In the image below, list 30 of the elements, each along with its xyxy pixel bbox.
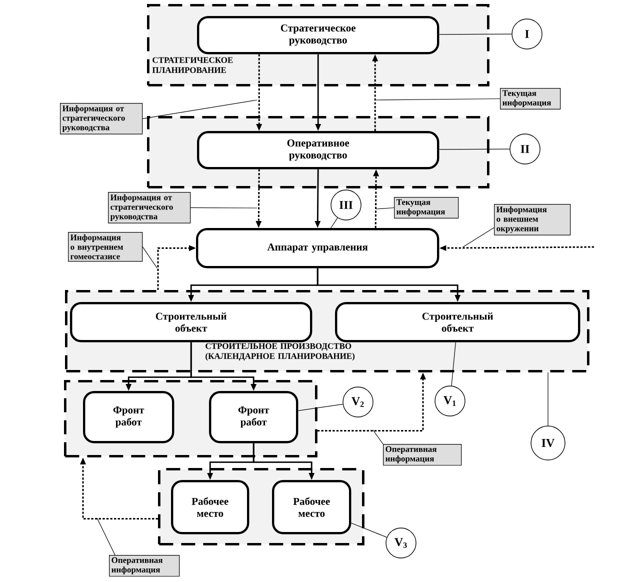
note-box: Информация от стратегического руководства bbox=[108, 192, 191, 224]
leader-line bbox=[376, 98, 500, 100]
note-box: Оперативная информация bbox=[109, 555, 180, 577]
process-box: Аппарат управления bbox=[196, 228, 440, 268]
process-box: Оперативное руководство bbox=[197, 131, 440, 170]
process-box: Строительный объект bbox=[335, 302, 580, 342]
note-box: Информация от стратегического руководства bbox=[60, 103, 143, 134]
process-box: Рабочее место bbox=[272, 480, 352, 534]
leader-line bbox=[142, 246, 158, 268]
process-box: Фронт работ bbox=[83, 391, 174, 444]
leader-line bbox=[438, 148, 510, 150]
leader-line bbox=[376, 207, 394, 210]
leader-line bbox=[372, 430, 384, 444]
leader-line bbox=[438, 34, 512, 35]
note-box: Текущая информация bbox=[394, 197, 459, 218]
leader-line bbox=[298, 404, 344, 411]
process-box: Стратегическое руководство bbox=[197, 16, 440, 54]
note-box: Оперативная информация bbox=[383, 444, 462, 466]
leader-line bbox=[142, 100, 258, 119]
process-box: Рабочее место bbox=[171, 480, 250, 534]
leader-line bbox=[190, 207, 258, 208]
process-box: Фронт работ bbox=[209, 391, 298, 444]
leader-line bbox=[330, 218, 338, 228]
leader-line bbox=[350, 522, 388, 538]
note-box: Информация о внутреннем гомеостазисе bbox=[68, 232, 143, 262]
process-box: Строительный объект bbox=[70, 302, 312, 342]
leader-line bbox=[96, 518, 116, 556]
leader-line bbox=[462, 227, 494, 248]
note-box: Текущая информация bbox=[500, 88, 561, 110]
note-box: Информация о внешнем окружении bbox=[494, 204, 571, 236]
